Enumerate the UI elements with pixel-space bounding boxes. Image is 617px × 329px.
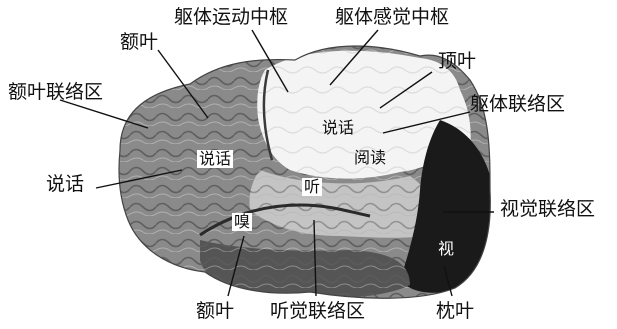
label-auditory-association: 听觉联络区 xyxy=(270,300,366,322)
region-reading: 阅读 xyxy=(354,148,387,167)
region-vision: 视 xyxy=(436,239,457,258)
region-smell: 嗅 xyxy=(232,212,253,231)
label-frontal-lobe-top: 额叶 xyxy=(120,31,159,53)
brain-surface xyxy=(118,46,491,299)
label-sensory-cortex: 躯体感觉中枢 xyxy=(335,6,450,28)
label-speech-left: 说话 xyxy=(46,173,85,195)
label-motor-cortex: 躯体运动中枢 xyxy=(174,6,289,28)
label-parietal-lobe: 顶叶 xyxy=(438,50,477,72)
region-speech-upper: 说话 xyxy=(322,118,355,137)
leader-lines xyxy=(59,29,494,297)
label-occipital-lobe: 枕叶 xyxy=(436,300,475,322)
region-hearing: 听 xyxy=(302,177,323,196)
label-frontal-lobe-bottom: 额叶 xyxy=(196,300,235,322)
region-speech: 说话 xyxy=(197,149,234,168)
label-frontal-association: 额叶联络区 xyxy=(8,81,104,103)
label-somatic-association: 躯体联络区 xyxy=(470,93,566,115)
label-visual-association: 视觉联络区 xyxy=(500,198,596,220)
